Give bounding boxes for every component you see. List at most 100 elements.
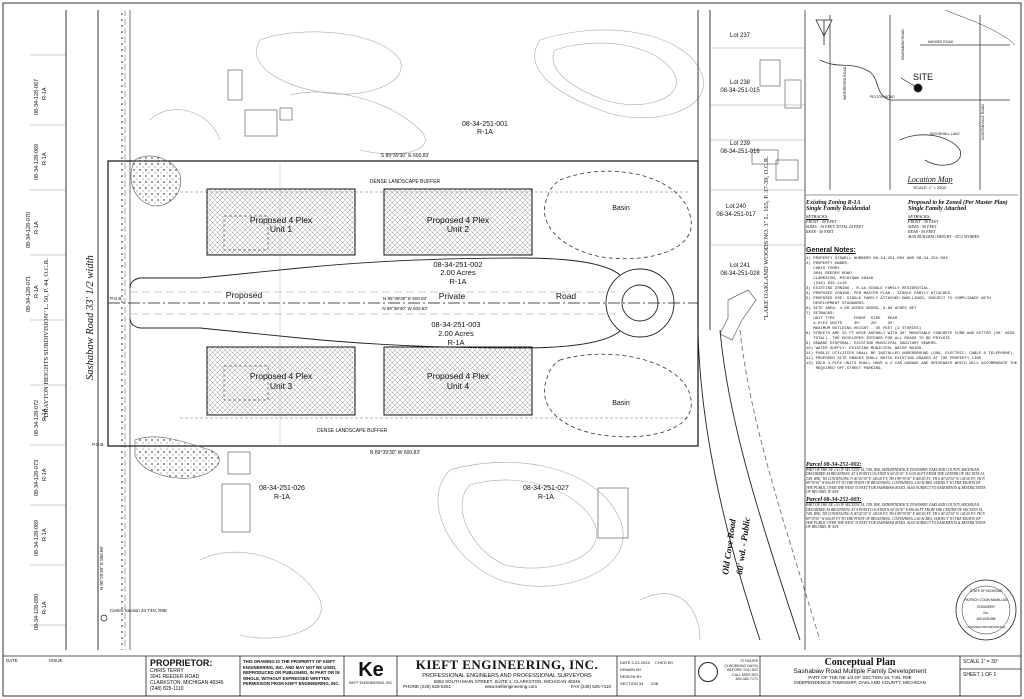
parcel-027-zone: R-1A [538,494,554,501]
general-note-line: TOTAL). THE DEVELOPER INTENDS FOR ALL RO… [806,337,953,341]
existing-trees-north [130,155,182,207]
right-lot-239-id: 08-34-251-016 [720,149,760,155]
right-lot-238-id: 08-34-251-015 [720,88,760,94]
engineer-seal: STATE OF MICHIGAN PATRICK COLIN McMILLAN… [955,579,1017,641]
parcel-002-id: 08-34-251-002 [433,260,482,269]
proposed-zoning-sub: Single Family Attached [908,206,967,212]
buffer-label-north: DENSE LANDSCAPE BUFFER [370,179,441,185]
general-note-line: 8) STREETS ARE 25 FT WIDE ASPHALT WITH 3… [806,332,1015,336]
proposed-setback-3: REAR - 50 FEET [908,229,936,234]
seal-line-3: ENGINEER [977,605,995,609]
zoning-block: Existing Zoning R-1A Single Family Resid… [806,200,1018,239]
topo-contours [149,29,704,641]
miss-dig-1: 72 HOURS [740,659,758,663]
center-section-label: Centre Section 34 T4N, R9E [110,608,167,613]
general-note-line: MAXIMUM BUILDING HEIGHT - 35 FEET (2 STO… [806,327,922,331]
loc-road-waterford: WATERFORD ROAD [843,66,847,100]
firm-logo-sub: KIEFT ENGINEERING, INC. [348,681,394,685]
bearing-mid1: N 89°39'30" E 600.83' [383,296,427,301]
left-lot-2-id: 08-34-128-069 [34,144,40,180]
general-note-line: 7) SETBACKS: [806,312,835,316]
unit-4-sub: Unit 4 [447,381,469,391]
general-note-line: 4) PROPOSED ZONING: PER MASTER PLAN - SI… [806,292,953,296]
proposed-zoning: Proposed to be Zoned (Per Master Plan) S… [908,200,1018,239]
rev-date-col: DATE [6,658,18,663]
location-map-title: Location Map [906,175,952,184]
general-note-line: 12) PROPOSED SITE GRADES SHALL MATCH EXI… [806,357,984,361]
unit-1-sub: Unit 1 [270,224,292,234]
plan-title-block: Conceptual Plan Sashabaw Road Multiple F… [762,657,958,685]
chkd-label: CHK'D BY [654,660,674,665]
unit-3-sub: Unit 3 [270,381,292,391]
scale-field: SCALE 1" = 30' [963,659,998,665]
seal-line-5: 6201031958 [977,617,996,621]
parcel-003-id: 08-34-251-003 [431,320,480,329]
general-note-line: 2) PROPERTY OWNER: [806,262,850,266]
revisions-block: DATE ISSUE [6,658,142,664]
general-note-line: CHRIS TERRY [806,267,840,271]
firm-fax: FAX (248) 625-7110 [570,684,611,689]
right-lot-lines [710,47,805,246]
existing-setback-3: REAR - 50 FEET [806,229,834,234]
general-note-line: 6) SITE AREA: 4.00 ACRES GROSS, 3.80 ACR… [806,307,917,311]
firm-logo: Ke [358,659,384,681]
general-notes: General Notes: 1) PROPERTY SIDWELL NUMBE… [806,247,1018,372]
notes-panel: Existing Zoning R-1A Single Family Resid… [806,196,1018,530]
right-lot-240-id: 08-34-251-017 [716,212,756,218]
seal-line-6: LICENSED PROFESSIONAL [966,625,1006,629]
left-lot-8-id: 08-34-128-090 [34,594,40,630]
firm-address: 5852 SOUTH MAIN STREET, SUITE 1, CLARKST… [433,679,581,684]
existing-trees-south [134,436,220,479]
existing-setback-1: FRONT - 40 FEET [806,219,837,224]
firm-subtitle: PROFESSIONAL ENGINEERS AND PROFESSIONAL … [422,673,592,679]
left-lot-5-id: 08-34-128-072 [34,400,40,436]
loc-road-pelton: PELTON ROAD [870,95,895,99]
parcel-002-desc-text: PART OF THE NE 1/4 OF SECTION 34, T4N, R… [806,468,986,495]
proprietor-label: PROPRIETOR: [150,658,213,668]
miss-dig-4: CALL MISS DIG [731,672,758,677]
bearing-top: S 89°39'30" E 600.83' [381,153,430,159]
drawing-info: DATE 2-23-2024 CHK'D BY DRAWN BY DESIGN … [620,659,694,687]
miss-dig-3: BEFORE YOU DIG [727,668,758,673]
seal-line-2: PATRICK COLIN McMILLAN [964,598,1008,602]
proprietor-line-3: CLARKSTON, MICHIGAN 48346 [150,680,224,686]
general-note-line: 5) PROPOSED USE: SINGLE FAMILY ATTACHED … [806,297,991,301]
left-lot-4-zone: R-1A [34,285,40,298]
proposed-setback-1: FRONT - 50 FEET [908,219,939,224]
general-note-line: 13) EACH 4-PLEX UNITS SHALL HAVE A 2 CAR… [806,362,1018,366]
right-lot-241-id: 08-34-251-028 [720,271,760,277]
pob-label-top: P.O.B. [110,296,123,301]
bearing-west: N 00°20'30" E 856.86' [99,546,104,590]
left-lot-3-zone: R-1A [34,221,40,234]
seal-line-1: STATE OF MICHIGAN [970,589,1003,593]
parcel-003-zone: R-1A [447,338,464,347]
unit-2-title: Proposed 4 Plex [427,215,490,225]
loc-road-woodhall: WOODHALL LAKE [930,132,960,136]
date-value: DATE 2-23-2024 [620,660,650,665]
proprietor-line-4: (248) 825-1110 [150,686,184,692]
old-cove-road [697,10,821,641]
left-lot-4-id: 08-34-128-071 [26,276,32,312]
site-leader [900,77,919,89]
left-lot-7-zone: R-1A [42,528,48,541]
parcel-002-desc-title: Parcel 08-34-251-002: [806,462,862,468]
sashabaw-road [65,10,131,650]
existing-zoning-title: Existing Zoning R-1A [806,200,861,206]
proposed-zoning-title: Proposed to be Zoned (Per Master Plan) [908,200,1008,206]
right-lot-241: Lot 241 [730,263,751,269]
existing-setbacks-label: SETBACKS: [806,214,829,219]
miss-dig-5: 800-482-7171 [735,677,758,682]
title-block-lines [3,655,1021,696]
location-map-scale: SCALE: 1" = 2000' [913,185,946,190]
parcel-003-desc-title: Parcel 08-34-251-003: [806,497,862,504]
parcel-003-desc-text: PART OF THE NE 1/4 OF SECTION 34, T4N, R… [806,503,986,530]
general-note-line: CLARKSTON, MICHIGAN 48346 [806,277,874,281]
existing-structures [221,59,802,539]
plan-title: Conceptual Plan [824,657,896,668]
parcel-026-id: 08-34-251-026 [259,485,305,492]
parcel-026-zone: R-1A [274,494,290,501]
pob-label-bottom: P.O.B. [92,442,105,447]
right-lot-239: Lot 239 [730,141,751,147]
left-lot-lines [30,54,65,626]
